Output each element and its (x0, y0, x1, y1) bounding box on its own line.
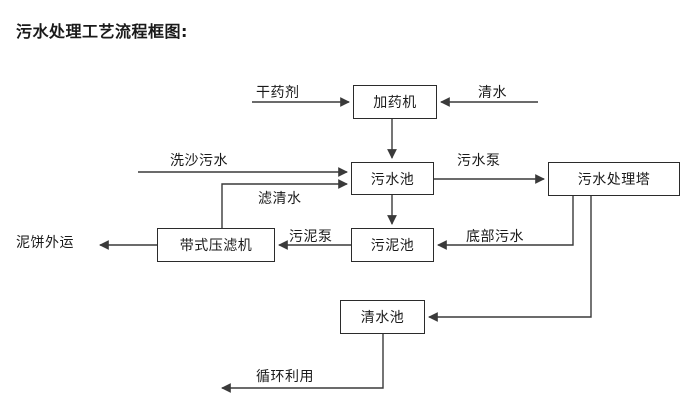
page-title: 污水处理工艺流程框图: (16, 22, 188, 41)
node-dosing-machine[interactable]: 加药机 (353, 85, 437, 119)
node-label: 污水池 (370, 171, 415, 188)
node-label: 污水处理塔 (577, 172, 651, 188)
edge-label-clean-water: 清水 (478, 85, 507, 101)
node-belt-filter-press[interactable]: 带式压滤机 (157, 228, 275, 262)
terminal-label-recycle-reuse: 循环利用 (256, 369, 314, 385)
node-label: 清水池 (360, 310, 405, 326)
edge-bottom-sewage (437, 196, 574, 250)
node-label: 带式压滤机 (179, 238, 253, 254)
terminal-label-mud-cake-out: 泥饼外运 (16, 235, 74, 251)
node-sludge-pool[interactable]: 污泥池 (351, 228, 434, 262)
edge-label-sewage-pump: 污水泵 (457, 153, 501, 169)
node-label: 加药机 (373, 95, 417, 111)
edge-label-sand-wash-sewage: 洗沙污水 (170, 153, 228, 169)
node-sewage-treatment-tower[interactable]: 污水处理塔 (548, 162, 680, 196)
edge-filtered-water (221, 179, 348, 228)
edge-label-sludge-pump: 污泥泵 (289, 229, 333, 245)
node-sewage-pool[interactable]: 污水池 (351, 162, 434, 195)
node-label: 污泥池 (370, 238, 415, 254)
node-clear-water-pool[interactable]: 清水池 (340, 300, 425, 334)
edge-tower-to-clear-water (428, 196, 592, 322)
edge-label-dry-agent: 干药剂 (256, 85, 300, 101)
edge-label-filtered-water: 滤清水 (258, 191, 302, 207)
edge-label-bottom-sewage: 底部污水 (466, 229, 524, 245)
edge-recycle-reuse (221, 334, 384, 393)
